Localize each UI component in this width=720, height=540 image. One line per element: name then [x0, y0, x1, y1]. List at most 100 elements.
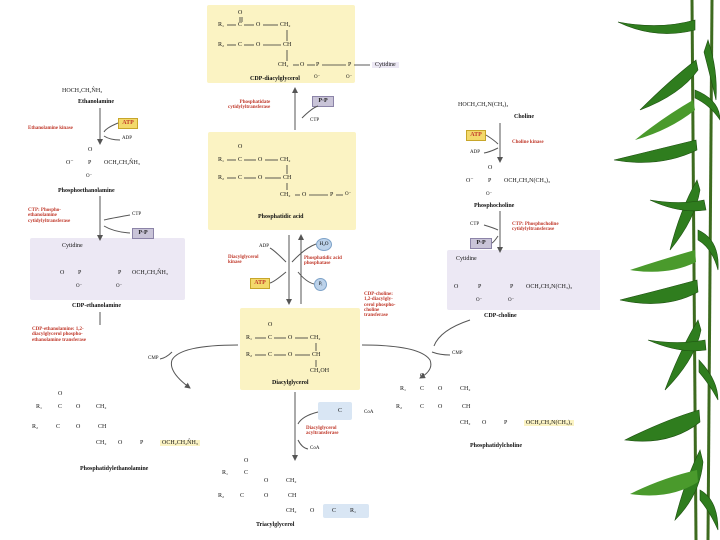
phosphatidic-acid-box: [208, 132, 356, 230]
pc-c1: C: [420, 386, 425, 392]
dag-c1: C: [268, 335, 273, 341]
cdp-dag-ch: CH: [283, 42, 292, 48]
diacylglycerol-box: [240, 308, 360, 390]
dag-kinase-label: Diacylglycerol kinase: [228, 255, 259, 266]
arrow-dag-to-pe: [170, 344, 239, 389]
cdp-eth-transferase-label: CDP-ethanolamine: 1,2- diacylglycerol ph…: [32, 327, 87, 343]
arrow-h2o-curve: [291, 243, 317, 263]
cdp-eth-o: O: [60, 270, 65, 276]
cdp-choline-label: CDP-choline: [484, 313, 517, 319]
pc-o1b: O: [438, 386, 443, 392]
pc-c2: C: [420, 404, 425, 410]
pc-r2: R₂: [396, 404, 403, 410]
h2o-text: H₂O: [319, 242, 329, 247]
arrow-adp-curve: [269, 247, 287, 263]
pc-head: OCH₂CH₂N(CH₃)₃: [524, 420, 575, 427]
pp-left-pill: P·P: [132, 228, 154, 239]
cdp-dag-ch2a: CH₂: [280, 22, 291, 28]
adp-mid: ADP: [259, 244, 270, 249]
arrow-atp-curve: [269, 271, 287, 284]
peth-head: OCH₂CH₂N̂H₃: [104, 160, 140, 166]
choline-kinase-label: Choline kinase: [512, 140, 544, 145]
coa-right: CoA: [364, 410, 374, 415]
pe-ch: CH: [98, 424, 107, 430]
phosphatidylethanolamine-label: Phosphatidylethanolamine: [80, 466, 149, 472]
dag-ch: CH: [312, 352, 321, 358]
cdp-ethanolamine-label: CDP-ethanolamine: [72, 303, 121, 309]
atp-left-pill: ATP: [118, 118, 138, 129]
cdp-dag-o1: O: [238, 10, 243, 16]
phosphoethanolamine-label: Phosphoethanolamine: [58, 188, 115, 194]
cdp-dag-p1: P: [316, 62, 320, 68]
ctp-top: CTP: [310, 118, 320, 123]
pa-phosphatase-label: Phosphatidic acid phosphatase: [304, 256, 342, 267]
cdp-dag-c2: C: [238, 42, 243, 48]
cdp-choline-box: [447, 250, 609, 310]
arrow-ctp-left-curve: [103, 214, 131, 221]
dag-acyltransferase-label: Diacylglycerol acyltransferase: [306, 426, 339, 437]
pi-circle: Pᵢ: [314, 278, 327, 291]
cdp-cho-head: OCH₂CH₂N(CH₃)₃: [526, 284, 573, 290]
pe-c2: C: [56, 424, 61, 430]
peth-o1: O⁻: [66, 160, 74, 166]
cdp-eth-p2: P: [118, 270, 122, 276]
pp-top-pill: P·P: [312, 96, 334, 107]
pe-head: OCH₂CH₂N̂H₃: [160, 440, 200, 447]
dag-r1: R₁: [246, 335, 253, 341]
cdp-dag-ominus2: O⁻: [346, 75, 353, 80]
tag-ch: CH: [288, 493, 297, 499]
triacylglycerol-acyl-box: [323, 504, 369, 518]
arrow-atp-left-curve: [103, 122, 119, 133]
pe-ch2a: CH₂: [96, 404, 107, 410]
pe-c1: C: [58, 404, 63, 410]
cdp-cho-p2: P: [510, 284, 514, 290]
pa-c1: C: [238, 157, 243, 163]
atp-mid-text: ATP: [254, 280, 266, 286]
pa-o3: O: [302, 192, 307, 198]
ctp-phosphocholine-label: CTP: Phosphocholine cytidylyltransferase: [512, 222, 559, 233]
cdp-cho-p1: P: [478, 284, 482, 290]
pa-ch: CH: [283, 175, 292, 181]
pe-o2: O: [76, 424, 81, 430]
pc-r1: R₁: [400, 386, 407, 392]
dag-ch2oh: CH₂OH: [310, 368, 330, 374]
pe-o1: O: [58, 391, 63, 397]
ethanolamine-label: Ethanolamine: [78, 99, 115, 105]
ctp-phosphoethanolamine-label: CTP: Phospho- ethanolamine cytidylyltran…: [28, 208, 71, 224]
tag-ch2b: CH₂: [286, 508, 297, 514]
pa-r1: R₁: [218, 157, 225, 163]
pc-o3: O: [482, 420, 487, 426]
cdp-eth-cytidine: Cytidine: [62, 243, 83, 249]
cdp-cho-om2: O⁻: [508, 298, 515, 303]
pe-o3: O: [118, 440, 123, 446]
pc-ch: CH: [462, 404, 471, 410]
cdp-dag-o2: O: [256, 42, 261, 48]
pcho-om2: O⁻: [486, 192, 493, 197]
cdp-dag-o3: O: [300, 62, 305, 68]
phosphatidylcholine-label: Phosphatidylcholine: [470, 443, 523, 449]
cdp-eth-p1: P: [78, 270, 82, 276]
dag-o1: O: [268, 322, 273, 328]
atp-mid-pill: ATP: [250, 278, 270, 289]
diacylglycerol-label: Diacylglycerol: [272, 380, 309, 386]
atp-right-text: ATP: [470, 132, 482, 138]
tag-r2: R₂: [218, 493, 225, 499]
pcho-o: O: [488, 165, 493, 171]
pe-p: P: [140, 440, 144, 446]
pa-o1b: O: [258, 157, 263, 163]
peth-p: P: [88, 160, 92, 166]
cdp-diacylglycerol-label: CDP-diacylglycerol: [250, 76, 300, 82]
cdp-dag-ominus1: O⁻: [314, 75, 321, 80]
cdp-eth-head: OCH₂CH₂N̂H₃: [132, 270, 168, 276]
h2o-circle: H₂O: [316, 238, 332, 251]
cdp-dag-r2: R₂: [218, 42, 225, 48]
adp-left: ADP: [122, 136, 133, 141]
arrow-layer: [97, 17, 503, 461]
pp-left-text: P·P: [138, 230, 148, 236]
pc-p: P: [504, 420, 508, 426]
pe-r1: R₁: [36, 404, 43, 410]
pp-right-pill: P·P: [470, 238, 492, 249]
tag-c1: C: [244, 470, 249, 476]
peth-o3: O⁻: [86, 174, 93, 179]
